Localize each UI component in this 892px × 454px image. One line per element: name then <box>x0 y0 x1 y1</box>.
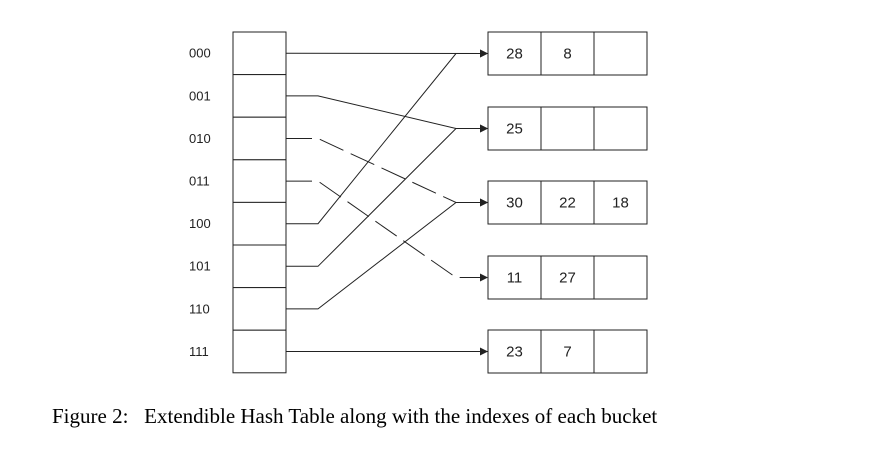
directory-slot <box>232 329 287 374</box>
pointer-arrow <box>286 124 488 267</box>
bucket-cell-value: 27 <box>559 269 576 286</box>
bucket-cell-value: 22 <box>559 194 576 211</box>
bucket: 11 27 <box>487 255 648 300</box>
directory-slot <box>232 287 287 331</box>
caption-label: Figure 2: <box>52 404 129 428</box>
bucket: 30 22 18 <box>487 180 648 225</box>
bucket-cell-value: 7 <box>563 343 571 360</box>
directory-index-label: 000 <box>189 46 211 61</box>
bucket-cell-value: 28 <box>506 45 523 62</box>
bucket-cell <box>487 329 542 374</box>
buckets: 28 8 25 30 22 18 11 27 23 7 <box>487 31 648 374</box>
bucket-cell <box>593 255 648 300</box>
bucket-cell <box>540 31 595 76</box>
bucket-cell <box>593 106 648 151</box>
directory-index-label: 110 <box>189 301 210 316</box>
directory-index-label: 100 <box>189 216 211 231</box>
pointer-arrow <box>286 49 488 225</box>
directory: 000 001 010 011 100 101 110 111 <box>189 31 287 374</box>
bucket-cell <box>487 106 542 151</box>
bucket-cell <box>540 106 595 151</box>
bucket-cell <box>540 329 595 374</box>
figure-caption: Figure 2: Extendible Hash Table along wi… <box>52 404 657 429</box>
directory-index-label: 010 <box>189 131 211 146</box>
bucket-cell <box>487 31 542 76</box>
directory-slot <box>232 74 287 118</box>
directory-slot <box>232 116 287 161</box>
pointer-arrow <box>286 95 488 133</box>
bucket-cell-value: 8 <box>563 45 571 62</box>
bucket: 28 8 <box>487 31 648 76</box>
directory-slot <box>232 31 287 76</box>
bucket-cell <box>540 255 595 300</box>
bucket-cell <box>487 180 542 225</box>
directory-slot <box>232 201 287 246</box>
bucket: 23 7 <box>487 329 648 374</box>
directory-slot <box>232 244 287 289</box>
bucket-cell <box>487 255 542 300</box>
directory-index-label: 001 <box>189 88 211 103</box>
bucket-cell <box>593 180 648 225</box>
bucket: 25 <box>487 106 648 151</box>
directory-index-label: 111 <box>189 344 209 359</box>
bucket-cell-value: 18 <box>612 194 629 211</box>
bucket-cell-value: 23 <box>506 343 523 360</box>
dashed-pointer-arrow <box>286 138 488 207</box>
pointer-arrow <box>286 198 488 310</box>
bucket-cell-value: 25 <box>506 120 523 137</box>
dashed-pointer-arrow <box>286 180 488 282</box>
bucket-cell <box>593 329 648 374</box>
bucket-cell-value: 30 <box>506 194 523 211</box>
bucket-cell-value: 11 <box>507 269 523 286</box>
directory-slot <box>232 159 287 203</box>
caption-text: Extendible Hash Table along with the ind… <box>144 404 658 428</box>
bucket-cell <box>593 31 648 76</box>
pointer-arrows <box>285 49 489 356</box>
directory-index-label: 011 <box>189 174 210 189</box>
directory-index-label: 101 <box>189 259 211 274</box>
